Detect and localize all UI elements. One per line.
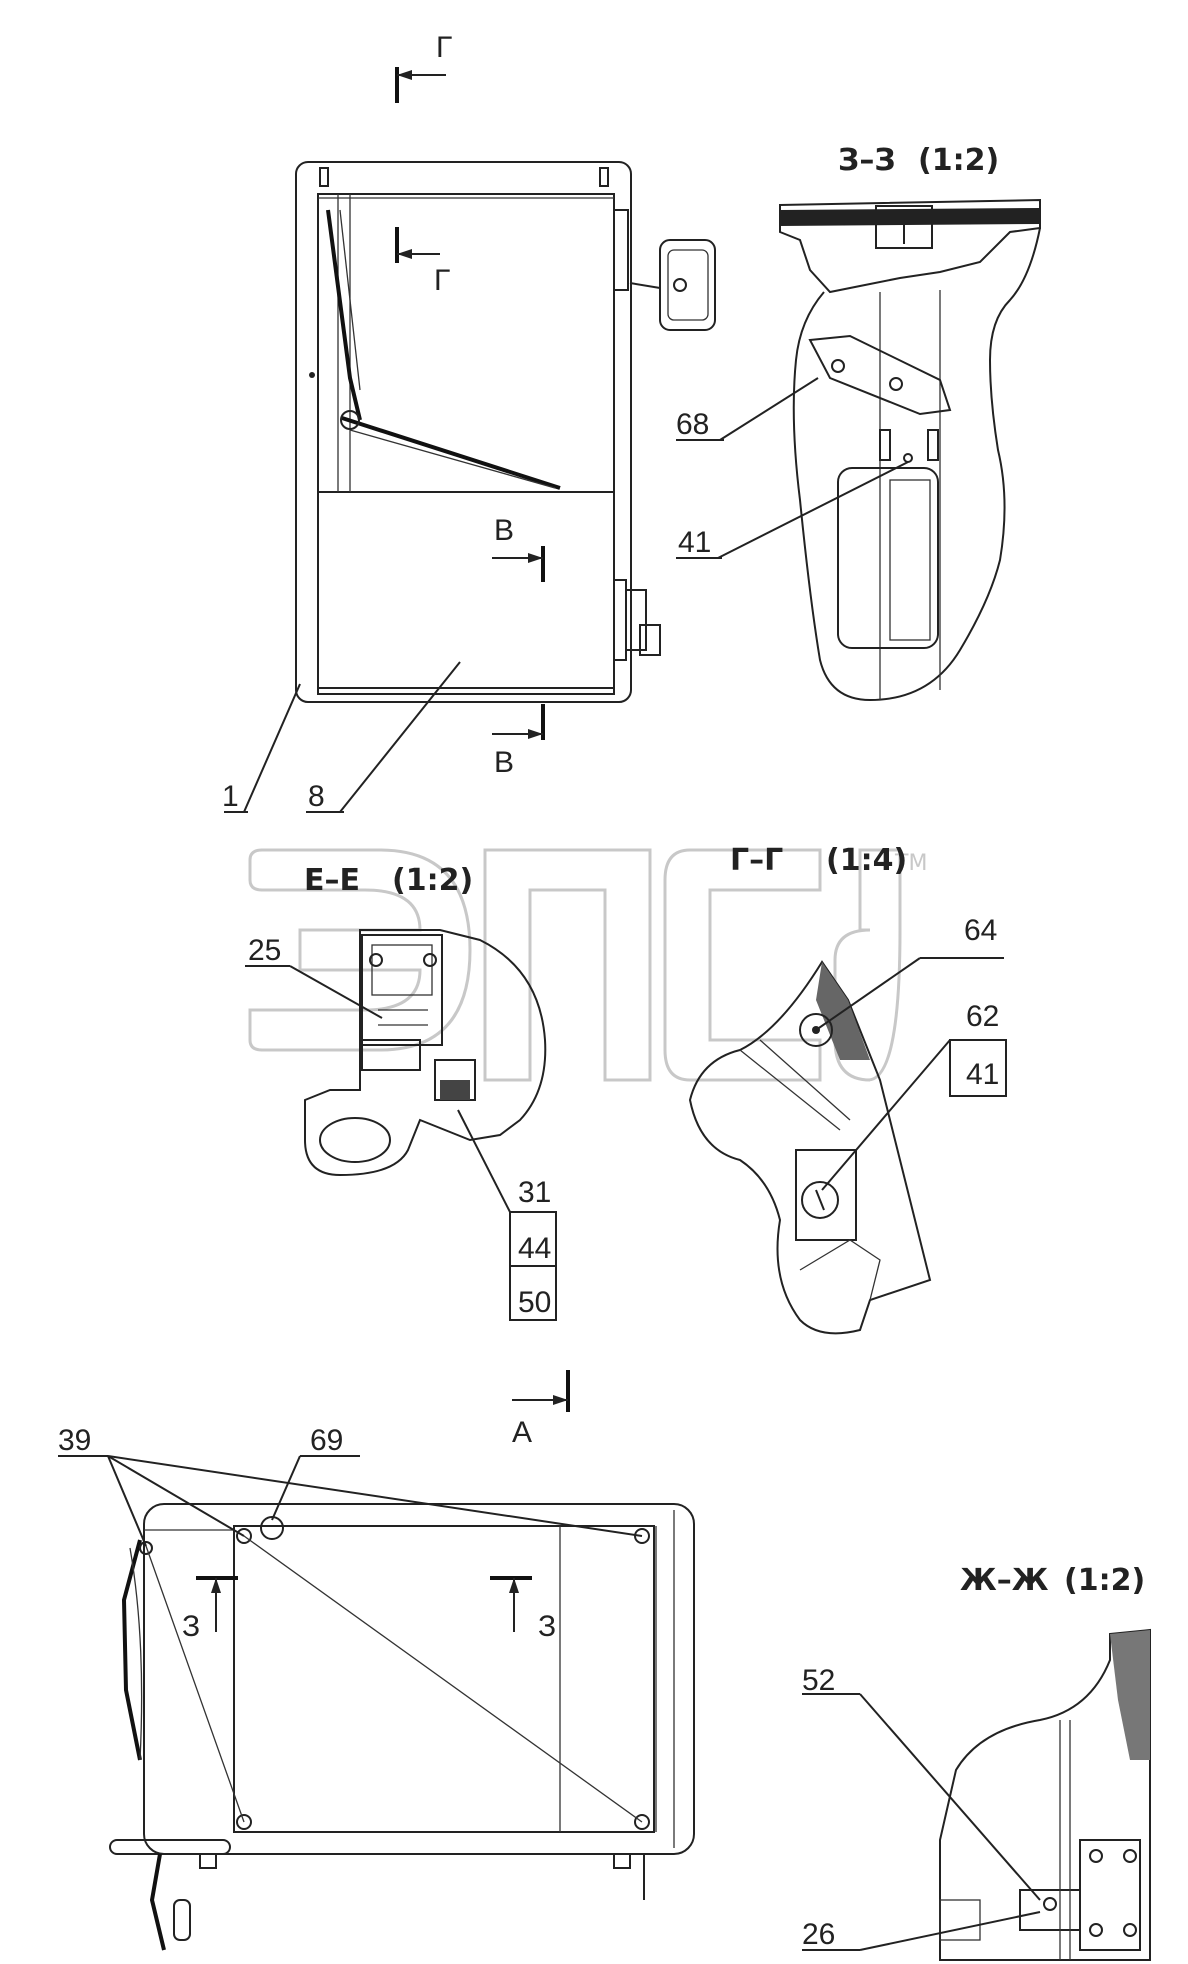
callout-62-41: 62 41 bbox=[821, 1000, 1007, 1191]
section-zh-scale: (1:2) bbox=[1064, 1563, 1145, 1598]
callout-31-label: 31 bbox=[518, 1176, 551, 1209]
marker-v-bot-label: В bbox=[494, 746, 514, 779]
marker-z-right-label: З bbox=[538, 1610, 556, 1643]
section-marker-z-right: З bbox=[490, 1576, 556, 1643]
callout-1: 1 bbox=[222, 683, 301, 813]
callout-1-label: 1 bbox=[222, 780, 239, 813]
section-e-drawing bbox=[304, 929, 547, 1177]
marker-g-top-label: Г bbox=[436, 31, 452, 64]
section-zh-title: Ж–Ж bbox=[960, 1563, 1049, 1598]
section-g-title: Г–Г bbox=[730, 843, 783, 878]
watermark-tm: TM bbox=[894, 851, 927, 876]
marker-g-mid-label: Г bbox=[434, 264, 450, 297]
callout-64-label: 64 bbox=[964, 914, 997, 947]
section-marker-a: А bbox=[512, 1370, 570, 1449]
marker-a-label: А bbox=[512, 1416, 532, 1449]
callout-50-label: 50 bbox=[518, 1286, 551, 1319]
section-e-scale: (1:2) bbox=[392, 863, 473, 898]
callout-69: 69 bbox=[271, 1424, 360, 1521]
callout-69-label: 69 bbox=[310, 1424, 343, 1457]
section-marker-z-left: З bbox=[182, 1576, 238, 1643]
section-z-title: З–З bbox=[838, 143, 896, 178]
callout-64: 64 bbox=[815, 914, 1004, 1031]
section-marker-v-bot: В bbox=[492, 704, 545, 779]
section-z-drawing bbox=[779, 198, 1041, 702]
callout-8-label: 8 bbox=[308, 780, 325, 813]
section-marker-g-mid: Г bbox=[395, 227, 450, 297]
callout-8: 8 bbox=[306, 661, 461, 813]
callout-39: 39 bbox=[58, 1424, 643, 1823]
section-e-title: Е–Е bbox=[304, 863, 360, 898]
door-front-view bbox=[295, 161, 716, 703]
section-zh-drawing bbox=[939, 1628, 1151, 1961]
callout-41b-label: 41 bbox=[966, 1058, 999, 1091]
callout-68-label: 68 bbox=[676, 408, 709, 441]
callout-31-44-50: 31 44 50 bbox=[457, 1109, 557, 1321]
callout-44-label: 44 bbox=[518, 1232, 551, 1265]
section-z-scale: (1:2) bbox=[918, 143, 999, 178]
callout-26-label: 26 bbox=[802, 1918, 835, 1951]
callout-25-label: 25 bbox=[248, 934, 281, 967]
marker-v-top-label: В bbox=[494, 514, 514, 547]
callout-52-label: 52 bbox=[802, 1664, 835, 1697]
callout-52: 52 bbox=[802, 1664, 1041, 1901]
callout-25: 25 bbox=[245, 934, 383, 1019]
callout-41a: 41 bbox=[676, 461, 909, 559]
callout-62-label: 62 bbox=[966, 1000, 999, 1033]
callout-41a-label: 41 bbox=[678, 526, 711, 559]
callout-68: 68 bbox=[676, 377, 819, 441]
callout-39-label: 39 bbox=[58, 1424, 91, 1457]
section-g-scale: (1:4) bbox=[826, 843, 907, 878]
door-plan-view bbox=[109, 1503, 695, 1951]
section-marker-g-top: Г bbox=[395, 31, 452, 103]
callout-26: 26 bbox=[802, 1911, 1041, 1951]
marker-z-left-label: З bbox=[182, 1610, 200, 1643]
section-g-drawing bbox=[688, 960, 932, 1335]
watermark-logo: TM bbox=[248, 848, 927, 1082]
section-marker-v-top: В bbox=[492, 514, 545, 582]
